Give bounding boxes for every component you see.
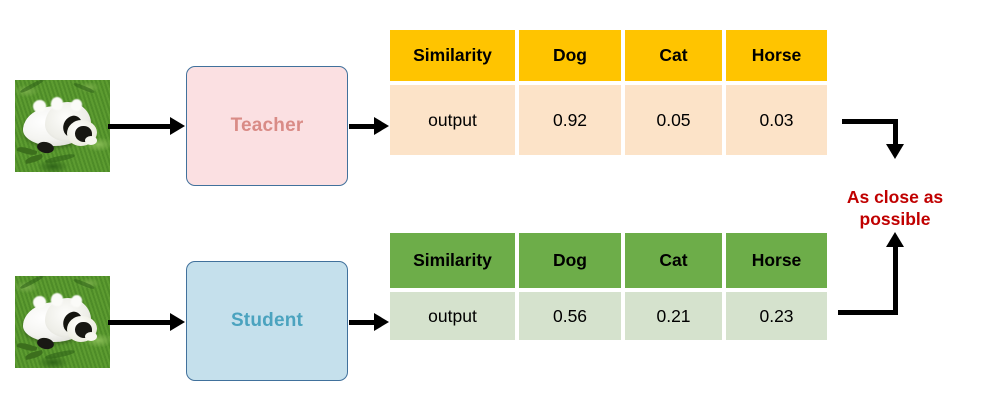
table-header-row: Similarity Dog Cat Horse [390,30,827,81]
teacher-label: Teacher [230,115,304,136]
arrow-head-right [374,313,389,331]
cell-output-label: output [390,85,515,155]
cell-cat-score: 0.21 [625,292,722,340]
animal-snout [85,332,97,341]
cell-output-label: output [390,292,515,340]
arrow-image-to-teacher [108,124,172,129]
arrow-student-elbow-horizontal [838,310,898,315]
header-cell-cat: Cat [625,30,722,81]
cell-cat-score: 0.05 [625,85,722,155]
arrow-student-elbow-vertical [893,246,898,314]
cell-dog-score: 0.92 [519,85,621,155]
table-row: output 0.92 0.05 0.03 [390,85,827,155]
arrow-head-right [170,117,185,135]
header-cell-dog: Dog [519,30,621,81]
as-close-as-possible-label: As close as possible [846,187,944,229]
student-label: Student [230,310,304,331]
cell-dog-score: 0.56 [519,292,621,340]
arrow-head-right [374,117,389,135]
header-cell-cat: Cat [625,233,722,288]
teacher-model-box[interactable]: Teacher [186,66,348,186]
header-cell-similarity: Similarity [390,30,515,81]
teacher-output-table: Similarity Dog Cat Horse output 0.92 0.0… [390,30,827,155]
header-cell-horse: Horse [726,30,827,81]
arrow-teacher-elbow-vertical [893,119,898,147]
arrow-head-down [886,144,904,159]
header-cell-horse: Horse [726,233,827,288]
arrow-head-up [886,232,904,247]
table-row: output 0.56 0.21 0.23 [390,292,827,340]
arrow-teacher-elbow-horizontal [842,119,898,124]
student-input-image [15,276,110,368]
cell-horse-score: 0.03 [726,85,827,155]
arrow-image-to-student [108,320,172,325]
header-cell-similarity: Similarity [390,233,515,288]
table-header-row: Similarity Dog Cat Horse [390,233,827,288]
arrow-student-to-table [349,320,377,325]
arrow-teacher-to-table [349,124,377,129]
teacher-input-image [15,80,110,172]
student-output-table: Similarity Dog Cat Horse output 0.56 0.2… [390,233,827,340]
animal-snout [85,136,97,145]
arrow-head-right [170,313,185,331]
header-cell-dog: Dog [519,233,621,288]
cell-horse-score: 0.23 [726,292,827,340]
student-model-box[interactable]: Student [186,261,348,381]
